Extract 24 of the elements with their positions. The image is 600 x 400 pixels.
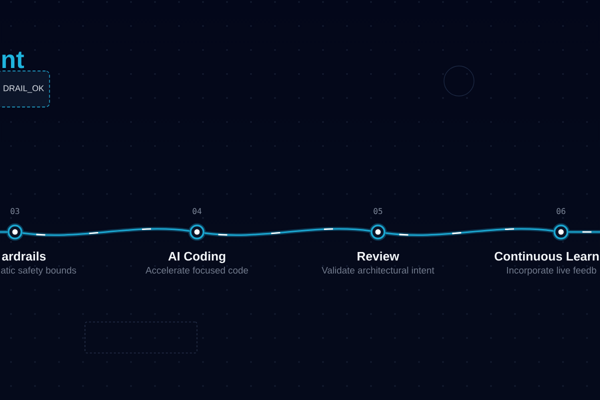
wavy-connector bbox=[22, 226, 190, 238]
dashed-box bbox=[84, 322, 198, 354]
status-badge: DRAIL_OK bbox=[0, 70, 50, 108]
milestone-circle bbox=[6, 223, 24, 241]
wavy-connector bbox=[204, 226, 371, 238]
step-title: Review bbox=[358, 252, 400, 261]
wavy-connector bbox=[385, 226, 554, 238]
step-number: 06 bbox=[556, 208, 566, 214]
title: nt bbox=[2, 52, 24, 68]
step-description: Accelerate focused code bbox=[146, 266, 248, 274]
step-description: atic safety bounds bbox=[1, 266, 76, 276]
step-number: 03 bbox=[10, 208, 20, 214]
milestone-circle bbox=[552, 223, 570, 241]
milestone-circle bbox=[188, 223, 206, 241]
step-title: ardrails bbox=[2, 252, 46, 261]
step-description: Validate architectural intent bbox=[322, 266, 434, 274]
milestone-circle bbox=[369, 223, 387, 241]
step-number: 05 bbox=[374, 208, 382, 214]
step-number: 04 bbox=[192, 208, 202, 214]
wavy-connector bbox=[0, 230, 8, 234]
step-title: AI Coding bbox=[168, 252, 226, 264]
step-description: Incorporate live feedb bbox=[507, 266, 596, 276]
step-title: Continuous Learn bbox=[494, 252, 599, 261]
wavy-connector bbox=[568, 230, 600, 234]
